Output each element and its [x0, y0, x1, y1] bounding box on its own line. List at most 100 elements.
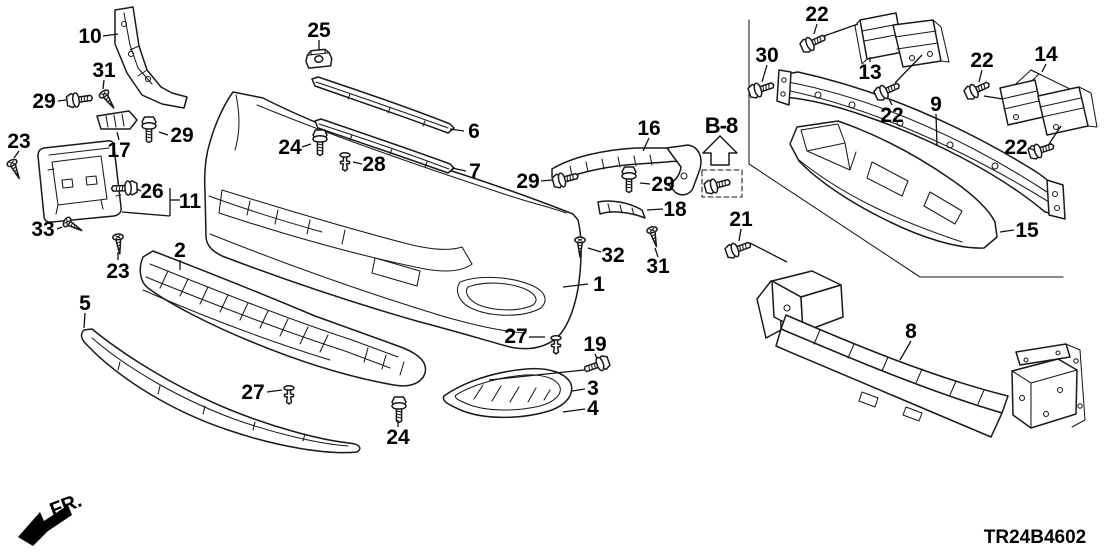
screw-icon [5, 157, 25, 182]
flange-bolt-icon [141, 116, 157, 144]
part-callout-19: 19 [583, 333, 606, 356]
part-callout-5: 5 [79, 292, 91, 315]
part-13-beam-stay-bracket [854, 12, 950, 68]
part-11-license-plate-base [37, 140, 122, 223]
part-callout-18: 18 [663, 198, 687, 221]
part-callout-16: 16 [637, 117, 660, 140]
part-callout-25: 25 [307, 19, 331, 42]
clip-nut-icon [304, 47, 334, 70]
part-callout-24: 24 [278, 136, 302, 159]
callout-leader-1 [562, 283, 589, 288]
part-callout-29: 29 [651, 173, 674, 196]
clip-icon [550, 335, 562, 355]
fr-direction-marker: FR. [18, 490, 85, 546]
callout-leader-24 [301, 143, 312, 148]
part-callout-27: 27 [241, 381, 264, 404]
callout-leader-3 [571, 388, 586, 392]
part-callout-9: 9 [930, 93, 942, 116]
callout-leader-14 [1041, 63, 1047, 73]
callout-leader-31 [654, 247, 659, 258]
fr-label: FR. [47, 490, 85, 522]
callout-leader-22 [1027, 147, 1035, 151]
part-callout-15: 15 [1015, 219, 1039, 242]
callout-leader-22 [888, 98, 893, 106]
callout-leader-26 [136, 188, 142, 192]
part-callout-10: 10 [78, 25, 101, 48]
part-callout-24: 24 [386, 426, 410, 449]
part-2-front-grille-base [139, 250, 427, 387]
flange-bolt-icon [702, 174, 733, 196]
callout-leader-19 [594, 353, 598, 360]
callout-leader-29 [57, 99, 67, 102]
flange-bolt-icon [65, 90, 95, 109]
part-callout-32: 32 [601, 244, 624, 267]
callout-leader-4 [562, 408, 586, 413]
flange-bolt-icon [798, 29, 829, 55]
part-callout-22: 22 [1004, 136, 1027, 159]
callout-leader-29 [158, 131, 169, 136]
section-ref-dashed-box [701, 169, 743, 198]
flange-bolt-icon [391, 396, 407, 424]
part-callout-23: 23 [7, 130, 30, 153]
part-callout-31: 31 [646, 255, 670, 278]
callout-leader-18 [646, 208, 664, 211]
callout-leader-22 [823, 23, 859, 37]
part-callout-26: 26 [140, 180, 163, 203]
part-callout-21: 21 [729, 208, 753, 231]
callout-leader-21 [738, 228, 742, 242]
part-8-lower-beam [756, 270, 1086, 438]
callout-leader-22 [978, 69, 983, 83]
callout-leader-30 [761, 64, 768, 83]
callout-leader-22 [1048, 125, 1062, 145]
callout-leader-7 [451, 167, 467, 172]
part-14-beam-stay-bracket-right [999, 69, 1098, 136]
part-5-front-lower-garnish [80, 328, 361, 454]
part-17-bumper-bracket [96, 110, 138, 130]
part-callout-8: 8 [905, 320, 917, 343]
part-callout-14: 14 [1034, 43, 1058, 66]
callout-leader-29 [540, 179, 553, 182]
callout-leader-22 [983, 95, 1004, 100]
part-callout-29: 29 [170, 124, 193, 147]
screw-icon [645, 225, 663, 249]
part-callout-6: 6 [468, 120, 480, 143]
callout-leader-23 [13, 150, 20, 159]
part-10-bumper-side-bracket [114, 6, 188, 109]
callout-leader-27 [266, 389, 283, 393]
part-callout-27: 27 [504, 325, 527, 348]
fr-arrow-icon [18, 505, 72, 546]
part-callout-1: 1 [593, 273, 605, 296]
part-callout-29: 29 [516, 170, 539, 193]
callout-leader-33 [56, 226, 63, 230]
part-callout-17: 17 [107, 139, 130, 162]
flange-bolt-icon [723, 237, 754, 261]
part-callout-22: 22 [880, 104, 903, 127]
part-callout-11: 11 [179, 190, 202, 213]
part-callout-3: 3 [587, 377, 599, 400]
up-arrow-icon [702, 135, 738, 166]
callout-leader-21 [749, 242, 788, 263]
callout-leader-16 [642, 137, 650, 152]
part-callout-30: 30 [755, 44, 778, 67]
screw-icon [111, 232, 126, 256]
callout-leader-8 [899, 340, 912, 361]
callout-leader-31 [102, 79, 105, 90]
part-callout-13: 13 [858, 61, 881, 84]
diagram-code: TR24B4602 [984, 527, 1086, 548]
callout-leader-5 [83, 312, 86, 329]
callout-leader-22 [813, 23, 818, 35]
part-callout-22: 22 [970, 49, 993, 72]
callout-leader-10 [102, 33, 119, 37]
part-callout-2: 2 [174, 239, 186, 262]
clip-icon [283, 385, 295, 405]
section-ref-label: B-8 [705, 113, 738, 138]
part-callout-31: 31 [92, 59, 116, 82]
part-16-upper-bumper-bracket [551, 144, 702, 196]
part-15-bumper-absorber [789, 120, 998, 249]
callout-leader-29 [639, 182, 651, 185]
part-callout-22: 22 [805, 3, 828, 26]
callout-leader-11 [121, 211, 171, 217]
part-6-upper-molding [311, 76, 455, 134]
part-18-bumper-bracket [597, 200, 646, 219]
